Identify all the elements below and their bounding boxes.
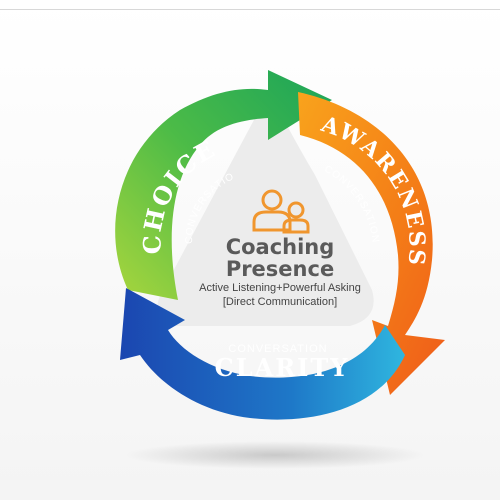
drop-shadow — [125, 441, 425, 469]
center-text: Coaching Presence Active Listening+Power… — [190, 180, 370, 308]
choice-segment — [115, 70, 332, 300]
awareness-segment — [298, 92, 445, 395]
clarity-sublabel: CONVERSATION — [228, 343, 327, 355]
title-line-1: Coaching — [225, 235, 335, 259]
title-line-2: Presence — [225, 257, 335, 281]
subtitle-line-1: Active Listening+Powerful Asking — [199, 282, 361, 294]
clarity-segment — [120, 288, 405, 420]
center-triangle — [157, 109, 374, 326]
clarity-label: CLARITY — [215, 353, 350, 382]
subtitle-line-2: [Direct Communication] — [222, 296, 338, 308]
people-icon — [252, 189, 310, 234]
